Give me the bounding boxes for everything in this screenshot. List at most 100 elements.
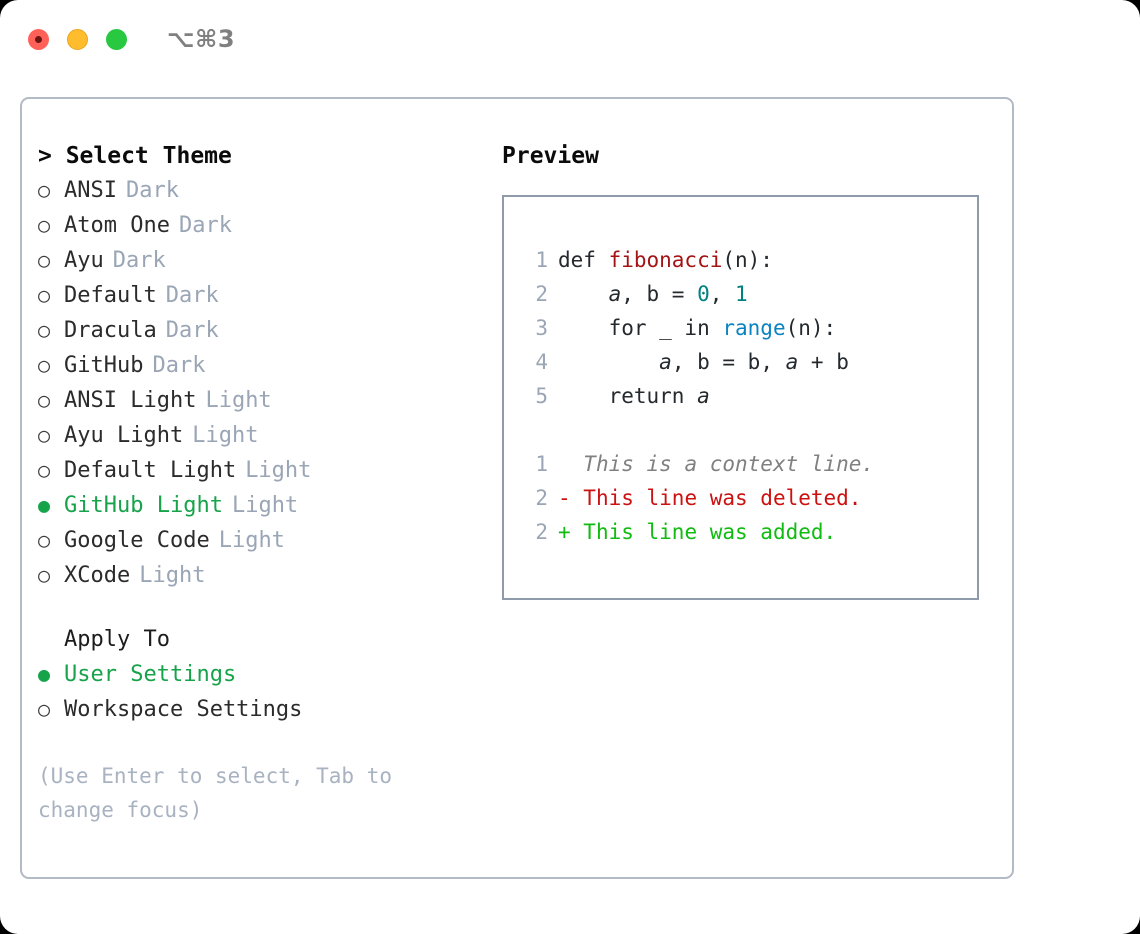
theme-variant-tag: Dark [165, 283, 219, 308]
preview-title: Preview [502, 143, 599, 169]
code-token: a [608, 282, 622, 306]
radio-unselected-icon[interactable]: ○ [38, 697, 51, 721]
apply-to-name: Workspace Settings [64, 697, 303, 722]
theme-name: ANSI Light [64, 388, 197, 413]
diff-text: This line was added. [583, 520, 837, 544]
radio-unselected-icon[interactable]: ○ [38, 388, 51, 412]
theme-variant-tag: Light [139, 563, 206, 588]
apply-to-item[interactable]: ●User Settings [38, 657, 488, 692]
diff-text: This is a context line. [583, 452, 875, 476]
theme-name: XCode [64, 563, 131, 588]
radio-unselected-icon[interactable]: ○ [38, 528, 51, 552]
code-token: 0 [697, 282, 710, 306]
line-number: 2 [535, 520, 548, 544]
page-title: > Select Theme [38, 143, 232, 169]
close-icon [35, 35, 42, 43]
diff-marker: - [558, 486, 584, 510]
theme-variant-tag: Light [231, 493, 299, 518]
radio-selected-icon[interactable]: ● [38, 493, 51, 517]
theme-list-item[interactable]: ○ Ayu Light Light [38, 418, 488, 453]
radio-unselected-icon[interactable]: ○ [38, 458, 51, 482]
code-token: , b = b, [671, 350, 786, 374]
theme-list-item[interactable]: ○ XCode Light [38, 558, 488, 593]
theme-list-item[interactable]: ● GitHub Light Light [38, 488, 488, 523]
theme-name: Default [64, 283, 157, 308]
apply-to-item[interactable]: ○ Workspace Settings [38, 692, 488, 727]
diff-line: 2- This line was deleted. [520, 481, 977, 515]
theme-name: Google Code [64, 528, 210, 553]
theme-name: GitHub [64, 353, 144, 378]
theme-variant-tag: Dark [178, 213, 232, 238]
diff-line-text: - This line was deleted. [558, 481, 861, 515]
code-line-text: a, b = b, a + b [558, 345, 849, 379]
radio-unselected-icon[interactable]: ○ [38, 318, 51, 342]
radio-selected-icon[interactable]: ● [38, 662, 51, 686]
code-line-text: return a [558, 379, 710, 413]
code-line-text: for _ in range(n): [558, 311, 837, 345]
code-token: def [558, 248, 609, 272]
keyboard-shortcut-label: ⌥⌘3 [167, 25, 236, 53]
code-token [558, 282, 609, 306]
close-button[interactable] [28, 28, 49, 50]
code-line: 2 a, b = 0, 1 [520, 277, 977, 311]
code-token: a [659, 350, 672, 374]
zoom-button[interactable] [106, 28, 127, 50]
code-token: fibonacci [608, 248, 723, 272]
radio-unselected-icon[interactable]: ○ [38, 423, 51, 447]
code-line-text: def fibonacci(n): [558, 243, 773, 277]
line-number: 4 [535, 350, 548, 374]
theme-name: Ayu Light [64, 423, 184, 448]
line-number: 5 [535, 384, 548, 408]
diff-marker: + [558, 520, 584, 544]
code-line: 1 def fibonacci(n): [520, 243, 977, 277]
theme-list-item[interactable]: ○ Default Dark [38, 278, 488, 313]
radio-unselected-icon[interactable]: ○ [38, 563, 51, 587]
line-number: 1 [535, 248, 548, 272]
theme-name: Default Light [64, 458, 237, 483]
theme-name: Ayu [64, 248, 104, 273]
theme-variant-tag: Light [192, 423, 259, 448]
theme-variant-tag: Dark [112, 248, 166, 273]
code-line-text: a, b = 0, 1 [558, 277, 748, 311]
code-token: range [722, 316, 786, 340]
code-token: a [785, 350, 799, 374]
line-number: 2 [535, 282, 548, 306]
radio-unselected-icon[interactable]: ○ [38, 248, 51, 272]
line-number: 2 [535, 486, 548, 510]
diff-marker [558, 452, 583, 476]
apply-to-options[interactable]: ●User Settings ○ Workspace Settings [38, 657, 488, 727]
theme-name: ANSI [64, 178, 117, 203]
minimize-button[interactable] [67, 28, 88, 50]
theme-list-item[interactable]: ○ Ayu Dark [38, 243, 488, 278]
code-token: for _ in [558, 316, 723, 340]
radio-unselected-icon[interactable]: ○ [38, 283, 51, 307]
diff-line: 1 This is a context line. [520, 447, 977, 481]
diff-sample: 1 This is a context line.2- This line wa… [520, 447, 977, 549]
diff-line-text: + This line was added. [558, 515, 836, 549]
line-number: 1 [535, 452, 548, 476]
code-token: (n): [722, 248, 773, 272]
code-line: 5 return a [520, 379, 977, 413]
diff-text: This line was deleted. [583, 486, 862, 510]
code-token: a [697, 384, 710, 408]
title-bar: ⌥⌘3 [0, 0, 1140, 78]
theme-name: GitHub Light [64, 493, 223, 518]
radio-unselected-icon[interactable]: ○ [38, 353, 51, 377]
apply-to-label: Apply To [64, 627, 170, 652]
radio-unselected-icon[interactable]: ○ [38, 213, 51, 237]
radio-unselected-icon[interactable]: ○ [38, 178, 51, 202]
code-token [558, 350, 659, 374]
